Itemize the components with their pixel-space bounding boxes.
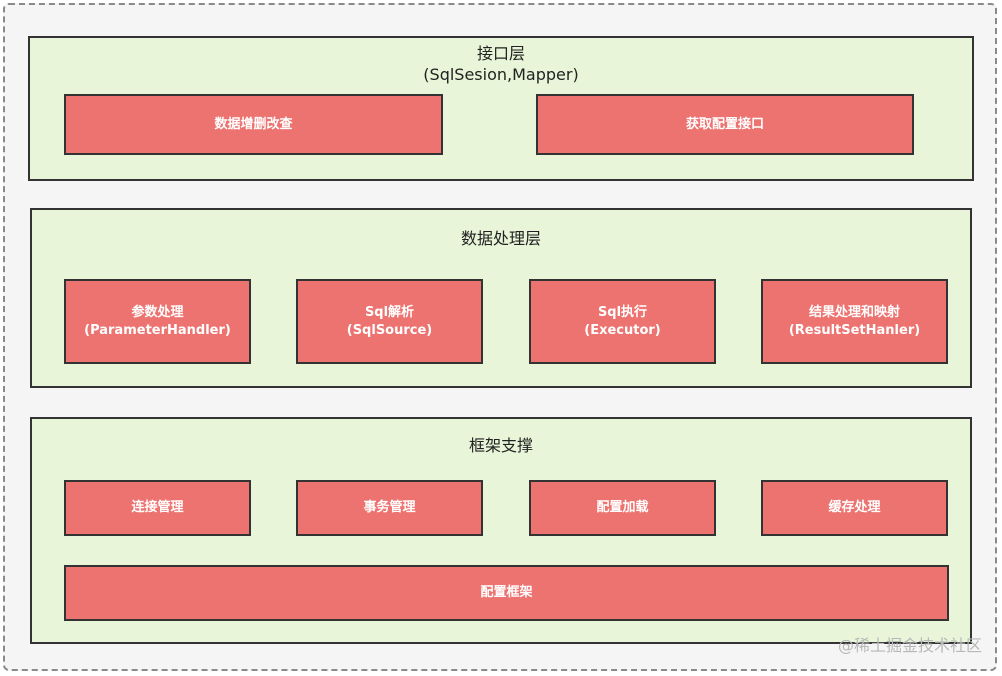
box-executor: Sql执行 (Executor) xyxy=(529,279,716,364)
box-cache-processing-label: 缓存处理 xyxy=(828,500,881,515)
interface-layer: 接口层 (SqlSesion,Mapper) 数据增删改查 获取配置接口 xyxy=(28,36,974,181)
watermark-text: @稀土掘金技术社区 xyxy=(837,636,982,655)
box-sql-source: Sql解析 (SqlSource) xyxy=(296,279,483,364)
box-data-crud: 数据增删改查 xyxy=(64,94,443,155)
box-executor-line2: (Executor) xyxy=(584,322,661,338)
box-data-crud-label: 数据增删改查 xyxy=(214,116,293,132)
framework-layer: 框架支撑 连接管理 事务管理 配置加载 缓存处理 配置框架 xyxy=(30,417,972,644)
box-executor-line1: Sql执行 xyxy=(597,304,648,320)
box-connection-management: 连接管理 xyxy=(64,480,251,536)
box-parameter-handler: 参数处理 (ParameterHandler) xyxy=(64,279,251,364)
box-config-interface-label: 获取配置接口 xyxy=(685,116,764,132)
box-config-framework: 配置框架 xyxy=(64,565,949,621)
box-config-framework-label: 配置框架 xyxy=(480,585,533,600)
box-config-loading: 配置加载 xyxy=(529,480,716,536)
box-transaction-management-label: 事务管理 xyxy=(363,500,416,515)
box-transaction-management: 事务管理 xyxy=(296,480,483,536)
box-sql-source-line1: Sql解析 xyxy=(364,304,415,320)
interface-layer-title: 接口层 xyxy=(476,44,525,63)
processing-layer: 数据处理层 参数处理 (ParameterHandler) Sql解析 (Sql… xyxy=(30,208,972,388)
framework-layer-title: 框架支撑 xyxy=(468,436,533,455)
box-cache-processing: 缓存处理 xyxy=(761,480,948,536)
box-result-set-handler-line2: (ResultSetHanler) xyxy=(788,322,921,338)
box-config-interface: 获取配置接口 xyxy=(536,94,914,155)
box-connection-management-label: 连接管理 xyxy=(131,500,184,515)
box-parameter-handler-line2: (ParameterHandler) xyxy=(84,322,231,338)
processing-layer-title: 数据处理层 xyxy=(460,229,541,248)
box-sql-source-line2: (SqlSource) xyxy=(346,322,433,338)
box-config-loading-label: 配置加载 xyxy=(596,500,649,515)
box-result-set-handler: 结果处理和映射 (ResultSetHanler) xyxy=(761,279,948,364)
box-result-set-handler-line1: 结果处理和映射 xyxy=(808,304,900,320)
box-parameter-handler-line1: 参数处理 xyxy=(131,304,184,320)
interface-layer-subtitle: (SqlSesion,Mapper) xyxy=(423,65,579,84)
